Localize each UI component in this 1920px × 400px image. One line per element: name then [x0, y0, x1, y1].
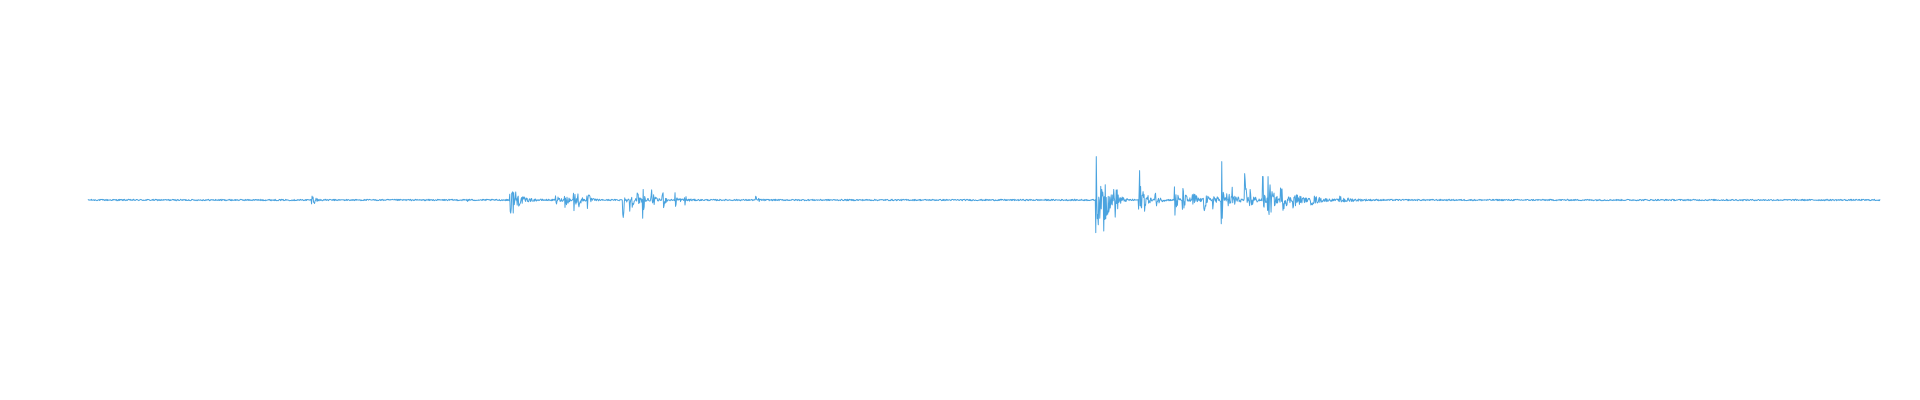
waveform-series-line — [87, 156, 1881, 234]
series-layer — [87, 156, 1881, 234]
